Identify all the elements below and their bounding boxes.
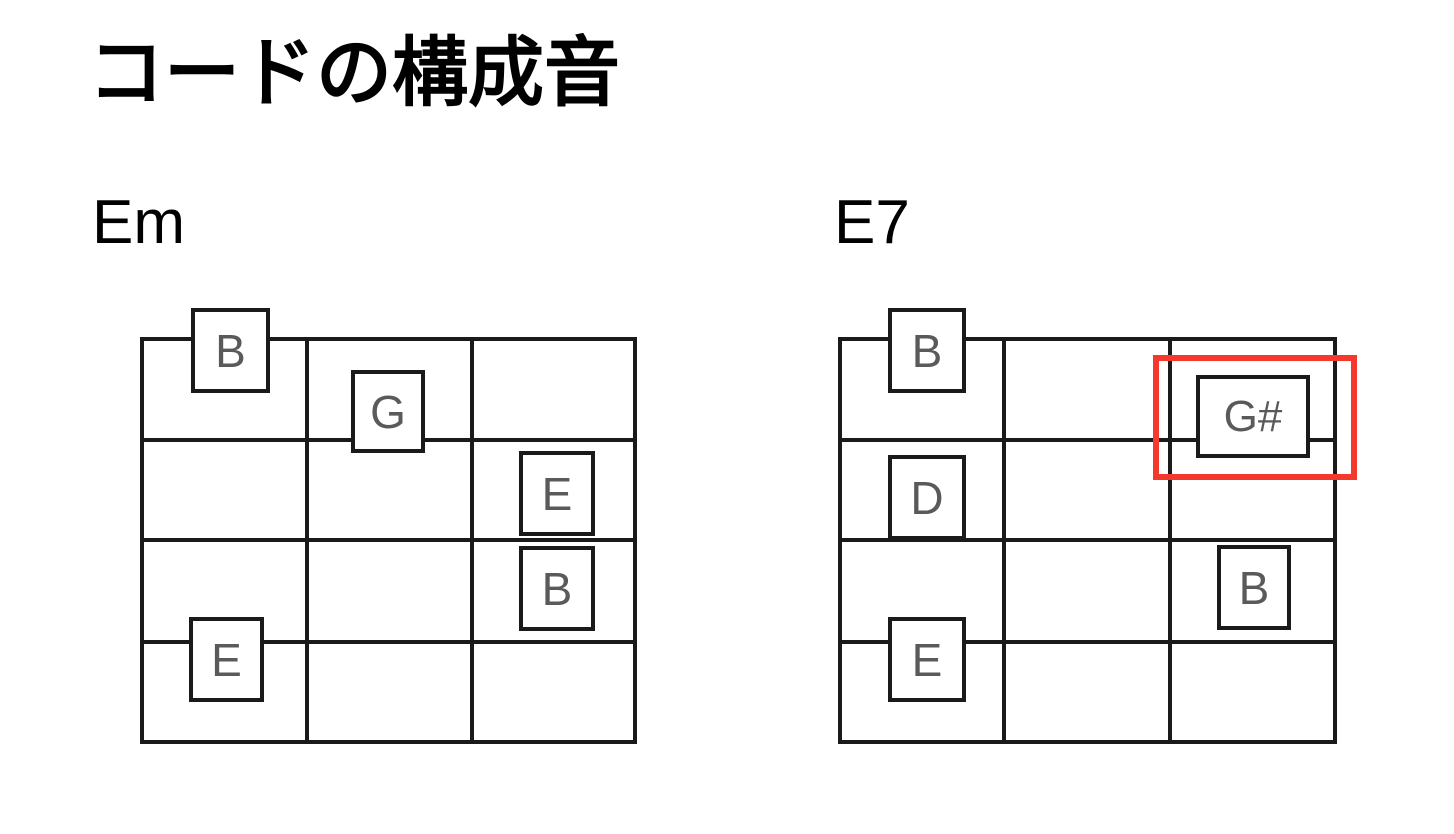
note-box: G# — [1196, 375, 1310, 458]
fretboard-em: B G E B E — [0, 0, 700, 834]
chord-diagram-em: Em B G E B E — [0, 0, 700, 834]
fret-line-1 — [140, 337, 144, 744]
string-line-1 — [140, 337, 637, 341]
note-box: B — [191, 308, 270, 393]
string-line-2 — [838, 438, 1337, 442]
string-line-4 — [838, 640, 1337, 644]
string-line-5 — [140, 740, 637, 744]
string-line-4 — [140, 640, 637, 644]
fret-line-3 — [470, 337, 474, 744]
note-box: E — [189, 617, 264, 702]
note-box: E — [888, 617, 966, 702]
string-line-5 — [838, 740, 1337, 744]
note-box: B — [888, 308, 966, 393]
note-box: B — [1217, 545, 1291, 630]
note-box: B — [519, 546, 595, 631]
fret-line-2 — [1002, 337, 1006, 744]
chord-name-e7: E7 — [834, 188, 910, 257]
note-box: E — [519, 451, 595, 536]
fret-line-3 — [1168, 337, 1172, 744]
string-line-3 — [140, 538, 637, 542]
chord-name-em: Em — [92, 188, 185, 257]
fret-line-4 — [1333, 337, 1337, 744]
fret-line-4 — [633, 337, 637, 744]
note-box: G — [351, 370, 425, 453]
note-box: D — [888, 455, 966, 540]
fret-line-2 — [305, 337, 309, 744]
fret-line-1 — [838, 337, 842, 744]
page-title: コードの構成音 — [88, 31, 620, 116]
highlight-rect-g-sharp — [1153, 355, 1357, 480]
string-line-3 — [838, 538, 1337, 542]
string-line-1 — [838, 337, 1337, 341]
